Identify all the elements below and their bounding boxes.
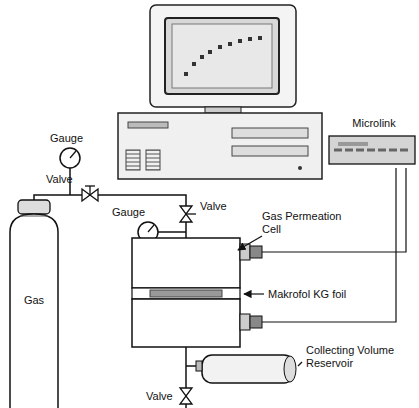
monitor [150,5,296,113]
computer-unit [118,113,322,179]
gas-cylinder-node: Gas [4,198,64,408]
callout-label: Gauge [112,206,145,219]
callout-label: Gas Permeation Cell [262,210,354,236]
callout-label: Makrofol KG foil [268,288,346,301]
callout-label: Valve [146,390,173,403]
node-label: Microlink [328,117,419,130]
callout-label: Valve [200,200,227,213]
callout-label: Valve [46,173,73,186]
callout-label: Collecting Volume Reservoir [306,344,406,370]
leader-arrow [238,236,302,366]
microlink-node: Microlink [328,116,419,168]
permeation-cell [132,238,240,347]
sensor-connector [240,244,262,330]
callout-label: Gauge [50,132,83,145]
signal-cable [262,168,406,322]
gauge-symbol [60,148,80,168]
reservoir [196,355,296,383]
valve-symbol [180,388,192,404]
node-label: Gas [4,294,64,307]
